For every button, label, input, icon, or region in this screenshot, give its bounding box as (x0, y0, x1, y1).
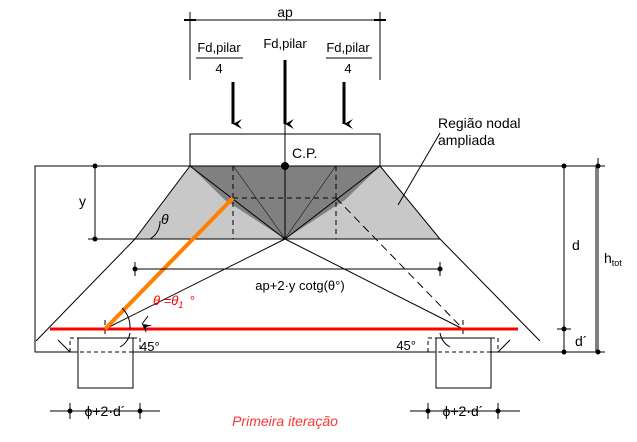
label-phi-left: ϕ+2·d´ (85, 403, 126, 419)
label-d: d (572, 237, 580, 253)
label-fd-right-den: 4 (344, 61, 351, 76)
cp-point (281, 162, 289, 170)
pile-left (77, 337, 134, 389)
strut-line (103, 196, 235, 331)
caption: Primeira iteração (232, 413, 338, 429)
label-d-prime: d´ (575, 333, 587, 349)
label-regiao-2: ampliada (438, 132, 495, 148)
label-theta: θ (161, 211, 169, 227)
label-regiao-1: Região nodal (438, 115, 521, 131)
label-ap: ap (277, 4, 293, 20)
label-fd-left-den: 4 (215, 61, 222, 76)
label-45-right: 45° (396, 338, 416, 353)
label-h: htot (604, 250, 622, 268)
label-fd-right: Fd,pilar (326, 40, 370, 55)
label-phi-right: ϕ+2·d´ (443, 403, 484, 419)
label-cp: C.P. (292, 145, 317, 161)
label-fd-left: Fd,pilar (197, 40, 241, 55)
label-fd-center: Fd,pilar (263, 36, 307, 51)
label-ap-expr: ap+2·y cotg(θ°) (255, 278, 344, 293)
label-theta-eq: θ =θ1° (153, 293, 195, 310)
label-y: y (79, 193, 86, 209)
pile-right (435, 337, 492, 389)
label-45-left: 45° (140, 339, 160, 354)
